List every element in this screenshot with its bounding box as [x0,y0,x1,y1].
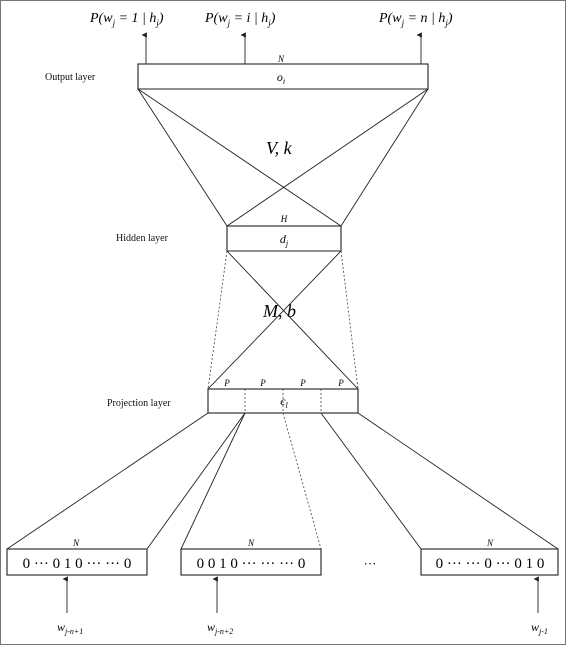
input-word-1: wj-n+1 [57,620,83,636]
projection-size-3: P [299,378,306,388]
output-layer-box [137,63,429,90]
output-prob-1: P(wj = 1 | hj) [89,11,164,28]
input-ellipsis: ··· [364,556,377,571]
weights-mb-label: M, b [262,301,296,321]
input-vector-2 [180,548,322,576]
hidden-unit: dj [280,232,289,248]
input-vector-1-values: 0 ··· 0 1 0 ··· ··· 0 [23,556,132,572]
input-3-size: N [486,538,494,548]
projection-unit: cl [280,394,288,410]
input-word-3: wj-1 [531,620,548,636]
weights-vk-label: V, k [266,138,293,158]
input-vector-3-values: 0 ··· ··· 0 ··· 0 1 0 [436,556,545,572]
output-layer-size: N [277,54,285,64]
hidden-layer-size: H [280,214,288,224]
hidden-layer-label: Hidden layer [116,233,169,244]
input-vector-1 [6,548,148,576]
input-vector-2-values: 0 0 1 0 ··· ··· ··· 0 [197,556,306,572]
hidden-layer-box [226,225,342,252]
output-layer-label: Output layer [45,72,96,83]
input-1-size: N [72,538,80,548]
projection-size-1: P [223,378,230,388]
projection-layer-label: Projection layer [107,398,171,409]
input-vector-3 [420,548,559,576]
input-word-2: wj-n+2 [207,620,233,636]
input-2-size: N [247,538,255,548]
output-prob-i: P(wj = i | hj) [204,11,276,28]
output-unit: oi [277,70,285,86]
projection-size-4: P [337,378,344,388]
output-prob-n: P(wj = n | hj) [378,11,453,28]
projection-size-2: P [259,378,266,388]
